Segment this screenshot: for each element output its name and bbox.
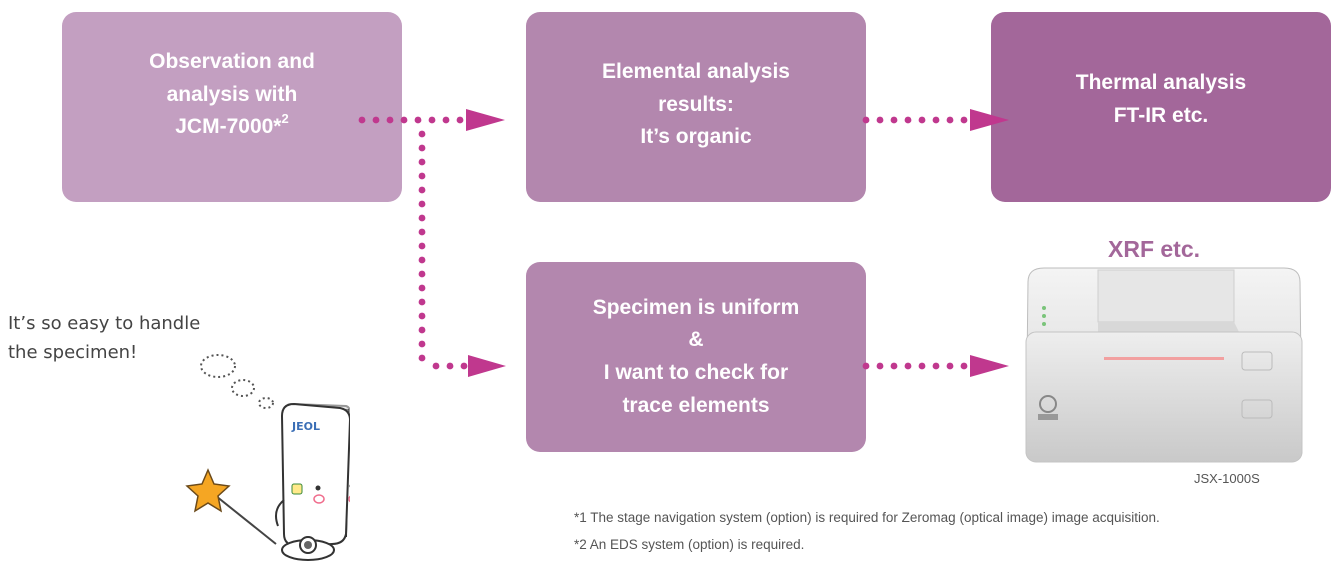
elemental-line2: results:	[658, 92, 734, 116]
thermal-line2: FT-IR etc.	[1113, 104, 1209, 127]
observation-model: JCM-7000*	[175, 115, 282, 139]
star-icon	[185, 468, 231, 513]
elemental-line1: Elemental analysis	[602, 60, 790, 84]
elemental-line3: It’s organic	[640, 125, 752, 149]
speech-line2: the specimen!	[8, 342, 138, 363]
observation-box: Observation and analysis with JCM-7000*2	[62, 12, 402, 202]
connector-elemental-to-thermal	[862, 109, 1009, 131]
dotted-arrow-icon	[468, 355, 506, 377]
elemental-analysis-box: Elemental analysis results: It’s organic	[526, 12, 866, 202]
footnote-2: *2 An EDS system (option) is required.	[574, 537, 805, 552]
mascot-illustration: JEOL	[185, 402, 350, 561]
thermal-analysis-box: Thermal analysis FT-IR etc.	[991, 12, 1331, 202]
mascot-badge: JEOL	[291, 420, 320, 433]
dotted-arrow-icon	[970, 109, 1009, 131]
observation-line1: Observation and	[149, 50, 315, 74]
footnote-ref-2: 2	[281, 111, 289, 127]
dotted-arrow-icon	[970, 355, 1009, 377]
specimen-line4: trace elements	[622, 393, 770, 417]
specimen-box: Specimen is uniform & I want to check fo…	[526, 262, 866, 452]
dotted-arrow-icon	[466, 109, 505, 131]
observation-line2: analysis with	[166, 82, 298, 106]
xrf-instrument-illustration	[1025, 267, 1303, 463]
observation-line3: JCM-7000*2	[149, 111, 315, 144]
specimen-line2: &	[688, 328, 704, 352]
connector-observe-to-specimen	[418, 130, 506, 377]
thermal-line1: Thermal analysis	[1075, 71, 1247, 95]
footnote-1: *1 The stage navigation system (option) …	[574, 510, 1160, 525]
speech-line1: It’s so easy to handle	[8, 313, 201, 334]
xrf-label: XRF etc.	[1108, 236, 1201, 262]
specimen-line1: Specimen is uniform	[592, 295, 800, 319]
device-caption: JSX-1000S	[1194, 471, 1260, 486]
thought-bubbles	[200, 354, 274, 409]
connector-specimen-to-xrf	[862, 355, 1009, 377]
specimen-line3: I want to check for	[603, 361, 789, 384]
connector-observe-to-elemental	[358, 109, 505, 131]
